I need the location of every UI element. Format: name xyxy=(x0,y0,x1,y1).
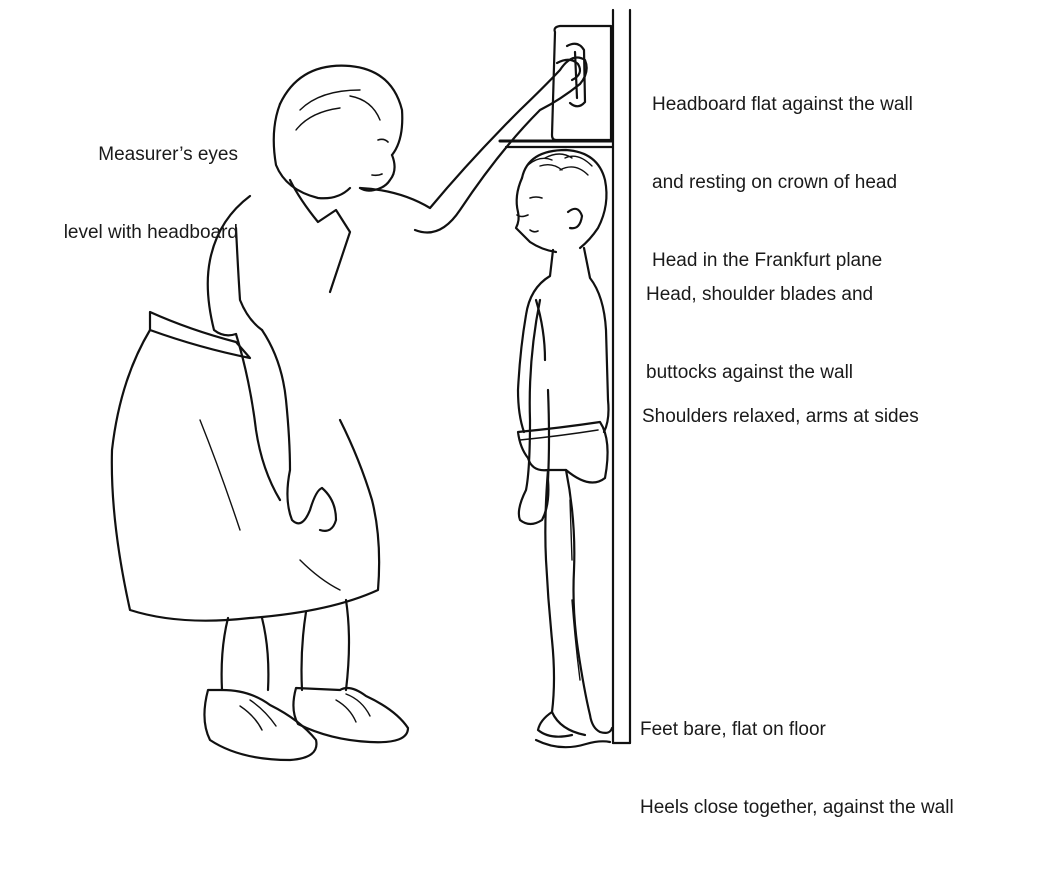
headboard-annotation-line-1: Headboard flat against the wall xyxy=(652,92,913,118)
measurer-annotation-line-1: Measurer’s eyes xyxy=(8,142,238,168)
headboard-annotation-line-2: and resting on crown of head xyxy=(652,170,913,196)
feet-annotation-line-2: Heels close together, against the wall xyxy=(640,795,954,821)
height-measurement-illustration: Measurer’s eyes level with headboard Hea… xyxy=(0,0,1048,777)
stadiometer-board xyxy=(613,10,630,743)
measurer-annotation: Measurer’s eyes level with headboard xyxy=(8,90,238,298)
child-figure xyxy=(516,150,612,747)
feet-annotation-line-1: Feet bare, flat on floor xyxy=(640,717,954,743)
contact-points-annotation-line-1: Head, shoulder blades and xyxy=(646,282,873,308)
measurer-annotation-line-2: level with headboard xyxy=(8,220,238,246)
headboard xyxy=(500,26,612,147)
shoulders-annotation-line-1: Shoulders relaxed, arms at sides xyxy=(642,404,919,430)
shoulders-annotation: Shoulders relaxed, arms at sides xyxy=(642,352,919,482)
feet-annotation: Feet bare, flat on floor Heels close tog… xyxy=(640,665,954,873)
